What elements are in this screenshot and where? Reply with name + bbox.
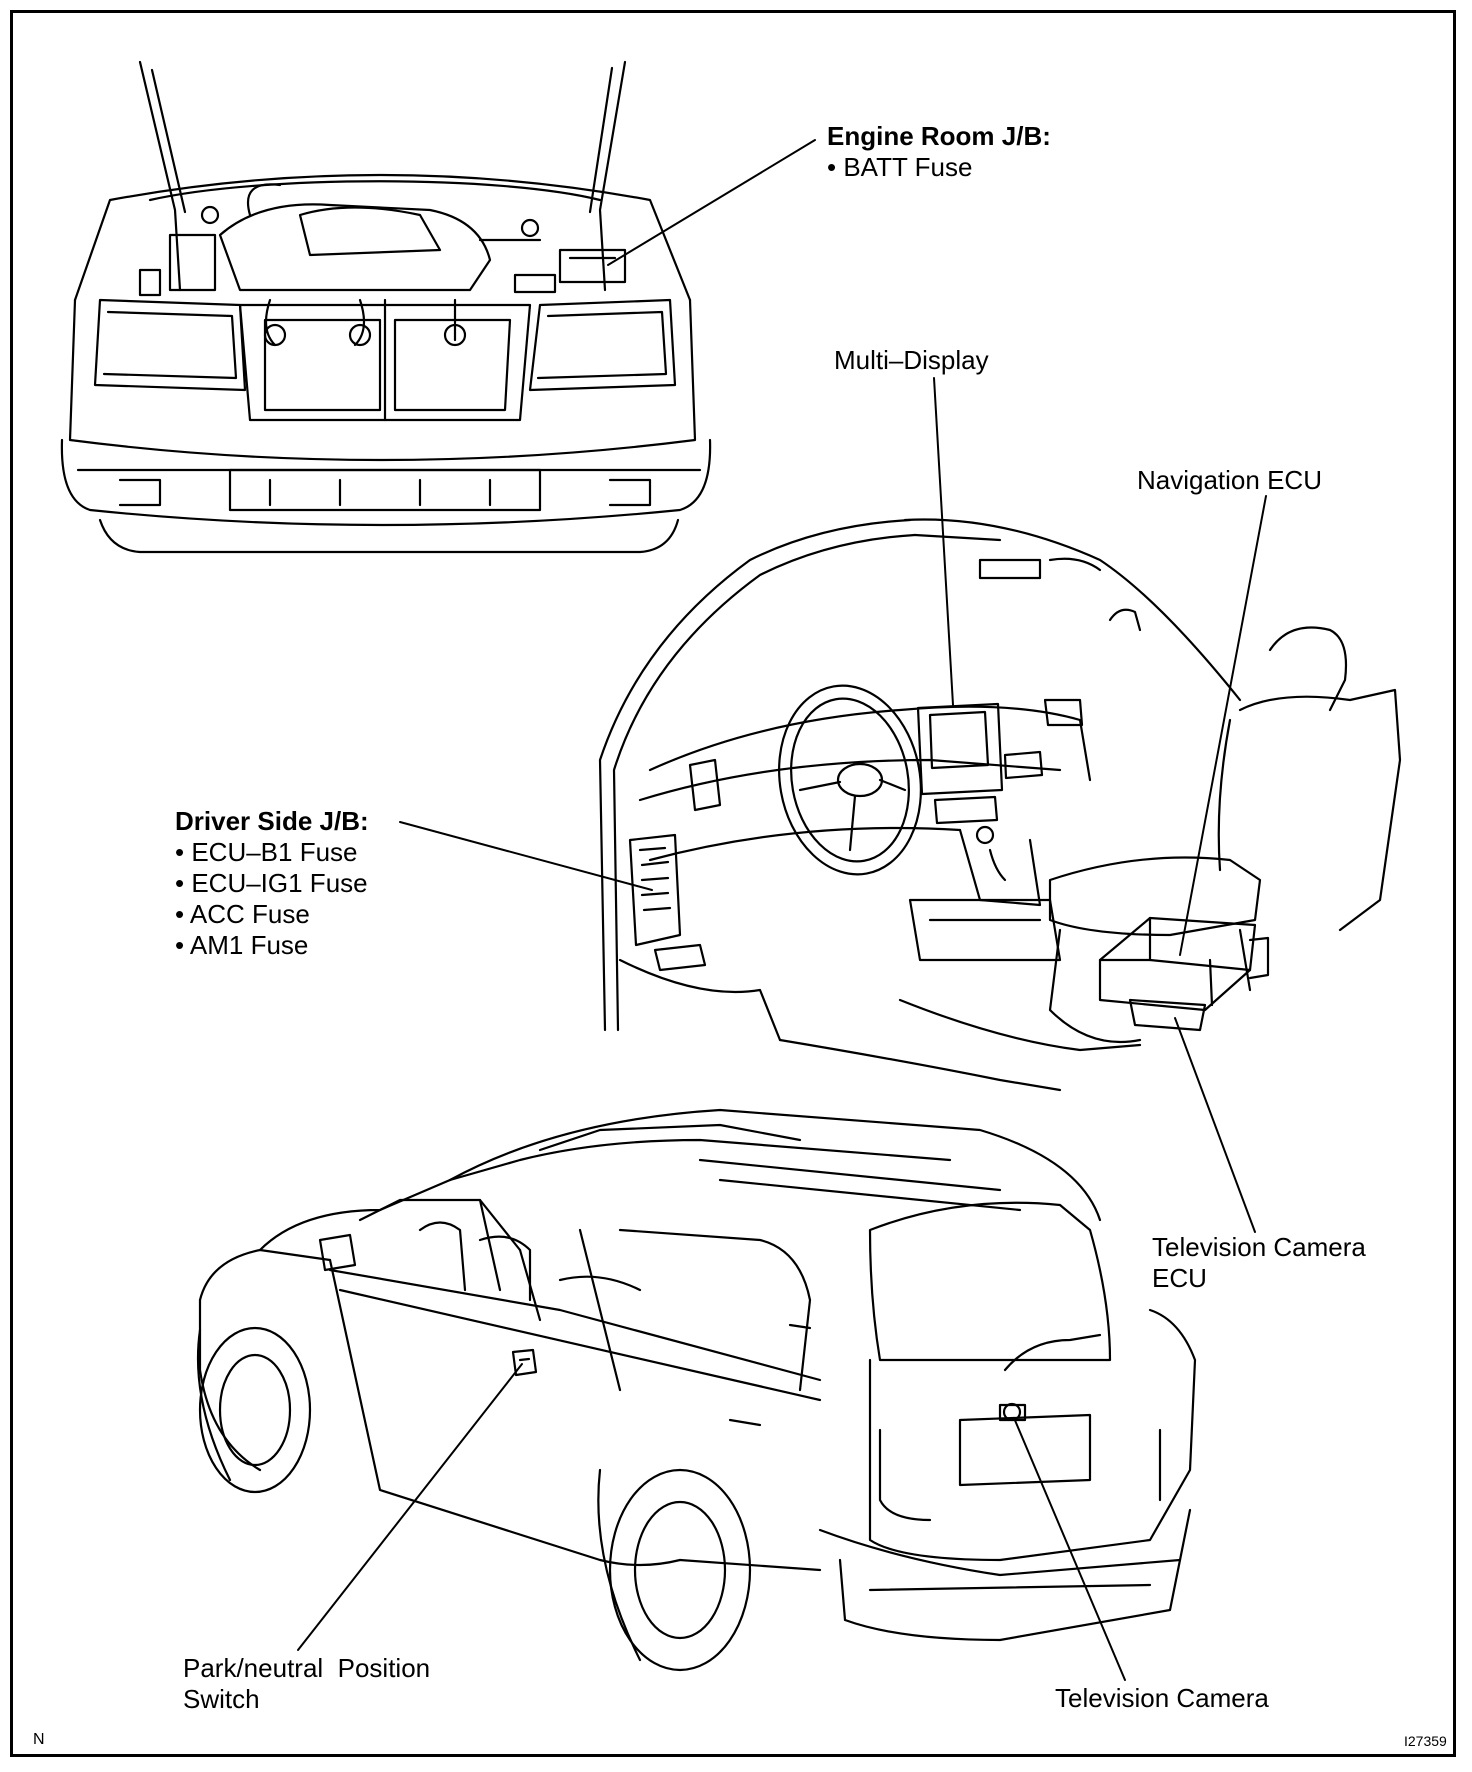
rear-vehicle-view <box>196 1108 1197 1672</box>
leader-lines <box>297 139 1267 1681</box>
engine-room-jb-title: Engine Room J/B: <box>827 121 1051 151</box>
label-driver-side-jb: Driver Side J/B: • ECU–B1 Fuse • ECU–IG1… <box>175 806 369 961</box>
driver-side-jb-title: Driver Side J/B: <box>175 806 369 836</box>
park-neutral-line: Switch <box>183 1684 260 1714</box>
leader-driver-side-jb <box>399 821 653 891</box>
driver-side-jb-item: • ECU–B1 Fuse <box>175 837 358 867</box>
figure-id: I27359 <box>1404 1733 1447 1749</box>
label-park-neutral-switch: Park/neutral Position Switch <box>183 1653 430 1715</box>
tv-camera-ecu-line: Television Camera <box>1152 1232 1366 1262</box>
label-television-camera: Television Camera <box>1055 1683 1269 1713</box>
interior-cockpit-view <box>598 518 1402 1092</box>
diagram-frame <box>10 10 1456 1757</box>
driver-side-jb-item: • ACC Fuse <box>175 899 310 929</box>
leader-tv-camera-ecu <box>1174 1017 1256 1233</box>
engine-room-jb-item: • BATT Fuse <box>827 152 973 182</box>
leader-engine-room-jb <box>607 139 816 266</box>
corner-letter: N <box>33 1731 45 1748</box>
driver-side-jb-item: • ECU–IG1 Fuse <box>175 868 368 898</box>
label-navigation-ecu: Navigation ECU <box>1137 465 1322 495</box>
label-television-camera-ecu: Television Camera ECU <box>1152 1232 1366 1294</box>
label-multi-display: Multi–Display <box>834 345 989 375</box>
engine-room-front-view <box>60 60 712 554</box>
leader-navigation-ecu <box>1179 495 1267 956</box>
park-neutral-line: Park/neutral Position <box>183 1653 431 1683</box>
label-engine-room-jb: Engine Room J/B: • BATT Fuse <box>827 121 1051 183</box>
leader-tv-camera <box>1013 1417 1126 1681</box>
leader-park-neutral-switch <box>297 1363 523 1651</box>
driver-side-jb-item: • AM1 Fuse <box>175 930 309 960</box>
leader-multi-display <box>933 377 954 706</box>
tv-camera-ecu-line: ECU <box>1152 1263 1207 1293</box>
